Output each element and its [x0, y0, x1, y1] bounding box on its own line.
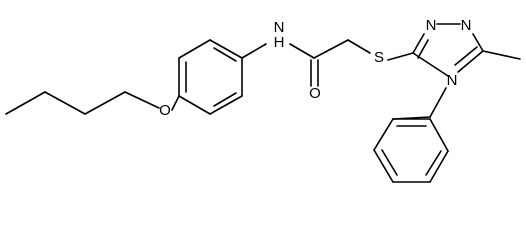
triazole-ring — [387, 23, 521, 77]
atom-labels: O N H O S N N N — [159, 17, 471, 119]
phenyl-ring-anilide — [178, 39, 243, 115]
atom-label-sulfur: S — [374, 49, 384, 66]
atom-label-nitrogen-amide: N — [274, 19, 285, 36]
atom-label-hydrogen-amide: H — [274, 34, 285, 51]
butyl-chain — [5, 91, 180, 115]
amide-linker — [241, 39, 371, 87]
benzyl-group — [373, 87, 449, 183]
atom-label-nitrogen-left: N — [426, 17, 437, 34]
atom-label-nitrogen-right: N — [461, 17, 472, 34]
atom-label-oxygen-ether: O — [159, 102, 171, 119]
atom-label-oxygen-carbonyl: O — [309, 85, 321, 102]
atom-label-nitrogen-ring: N — [447, 72, 458, 89]
molecule-structure-drawing: O N H O S N N N — [5, 17, 521, 183]
